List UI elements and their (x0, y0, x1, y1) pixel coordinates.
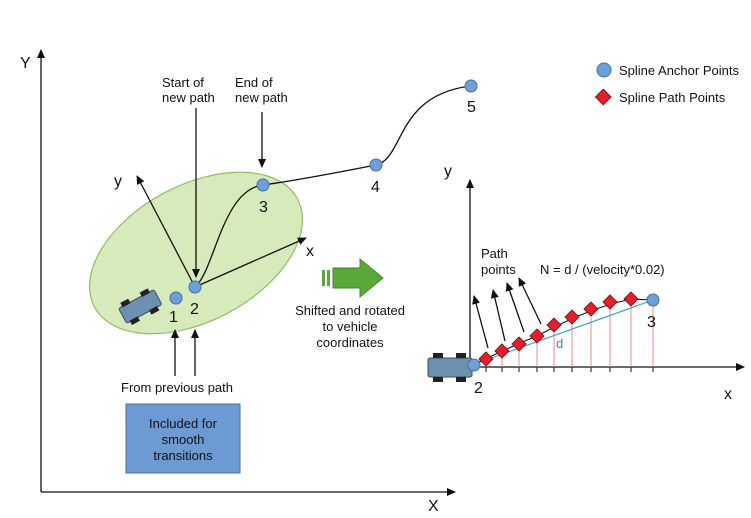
path-point (623, 291, 639, 307)
anchor-points-right: 2 3 (467, 293, 660, 397)
local-x-label: x (306, 243, 314, 260)
path-point (546, 317, 562, 333)
anchor-label-2: 2 (190, 301, 199, 318)
included-line2: smooth (162, 432, 205, 447)
distance-label: d (556, 336, 563, 351)
anchor-point-2 (188, 280, 202, 294)
anchor-point-4 (369, 158, 383, 172)
anchor-label-1: 1 (169, 309, 178, 326)
global-x-label: X (428, 498, 439, 515)
path-points-line1: Path (481, 246, 508, 261)
path-points (478, 291, 639, 367)
legend: Spline Anchor Points Spline Path Points (594, 62, 739, 106)
start-label-line1: Start of (162, 75, 204, 90)
legend-anchor-label: Spline Anchor Points (619, 63, 739, 78)
legend-path-label: Spline Path Points (619, 90, 726, 105)
included-line1: Included for (149, 416, 218, 431)
anchor-point-3 (256, 178, 270, 192)
legend-path-icon (594, 88, 612, 106)
path-point (529, 328, 545, 344)
transform-arrow: Shifted and rotated to vehicle coordinat… (295, 257, 405, 350)
path-point (478, 351, 494, 367)
from-previous-annotation: From previous path (121, 329, 233, 395)
vehicle-anchor-label-2: 2 (474, 380, 483, 397)
anchor-label-3: 3 (259, 199, 268, 216)
path-point (602, 294, 618, 310)
path-points-annotation: Path points N = d / (velocity*0.02) (472, 246, 665, 349)
anchor-point-1 (169, 291, 183, 305)
vehicle-axes: y x (444, 163, 745, 403)
anchor-label-5: 5 (467, 99, 476, 116)
anchor-label-4: 4 (371, 179, 380, 196)
end-label-line1: End of (235, 75, 273, 90)
path-point (494, 343, 510, 359)
legend-anchor-icon (596, 62, 612, 78)
anchor-point-5 (464, 79, 478, 93)
from-previous-label: From previous path (121, 380, 233, 395)
included-box: Included for smooth transitions (125, 403, 241, 474)
transform-caption-line2: to vehicle (323, 319, 378, 334)
vehicle-anchor-label-3: 3 (647, 314, 656, 331)
anchor-point-3-vehicle (646, 293, 660, 307)
local-axes: y x (114, 173, 314, 288)
end-label-line2: new path (235, 90, 288, 105)
path-point (564, 309, 580, 325)
path-point (511, 336, 527, 352)
vehicle-y-label: y (444, 163, 452, 180)
anchor-point-2-vehicle (467, 358, 481, 372)
formula-label: N = d / (velocity*0.02) (540, 262, 665, 277)
vehicle-right (427, 353, 473, 382)
start-label-line2: new path (162, 90, 215, 105)
transform-caption-line1: Shifted and rotated (295, 303, 405, 318)
transform-caption-line3: coordinates (316, 335, 384, 350)
anchor-points-left: 1 2 3 4 5 (169, 79, 478, 326)
vehicle-x-label: x (724, 386, 732, 403)
local-y-label: y (114, 173, 122, 190)
start-end-annotations: Start of new path End of new path (162, 75, 288, 278)
vehicle-left (118, 288, 162, 325)
included-line3: transitions (153, 448, 213, 463)
path-points-line2: points (481, 262, 516, 277)
global-y-label: Y (20, 55, 31, 72)
spline-curve (194, 85, 472, 288)
global-axes: Y X (20, 49, 456, 515)
path-point (583, 301, 599, 317)
